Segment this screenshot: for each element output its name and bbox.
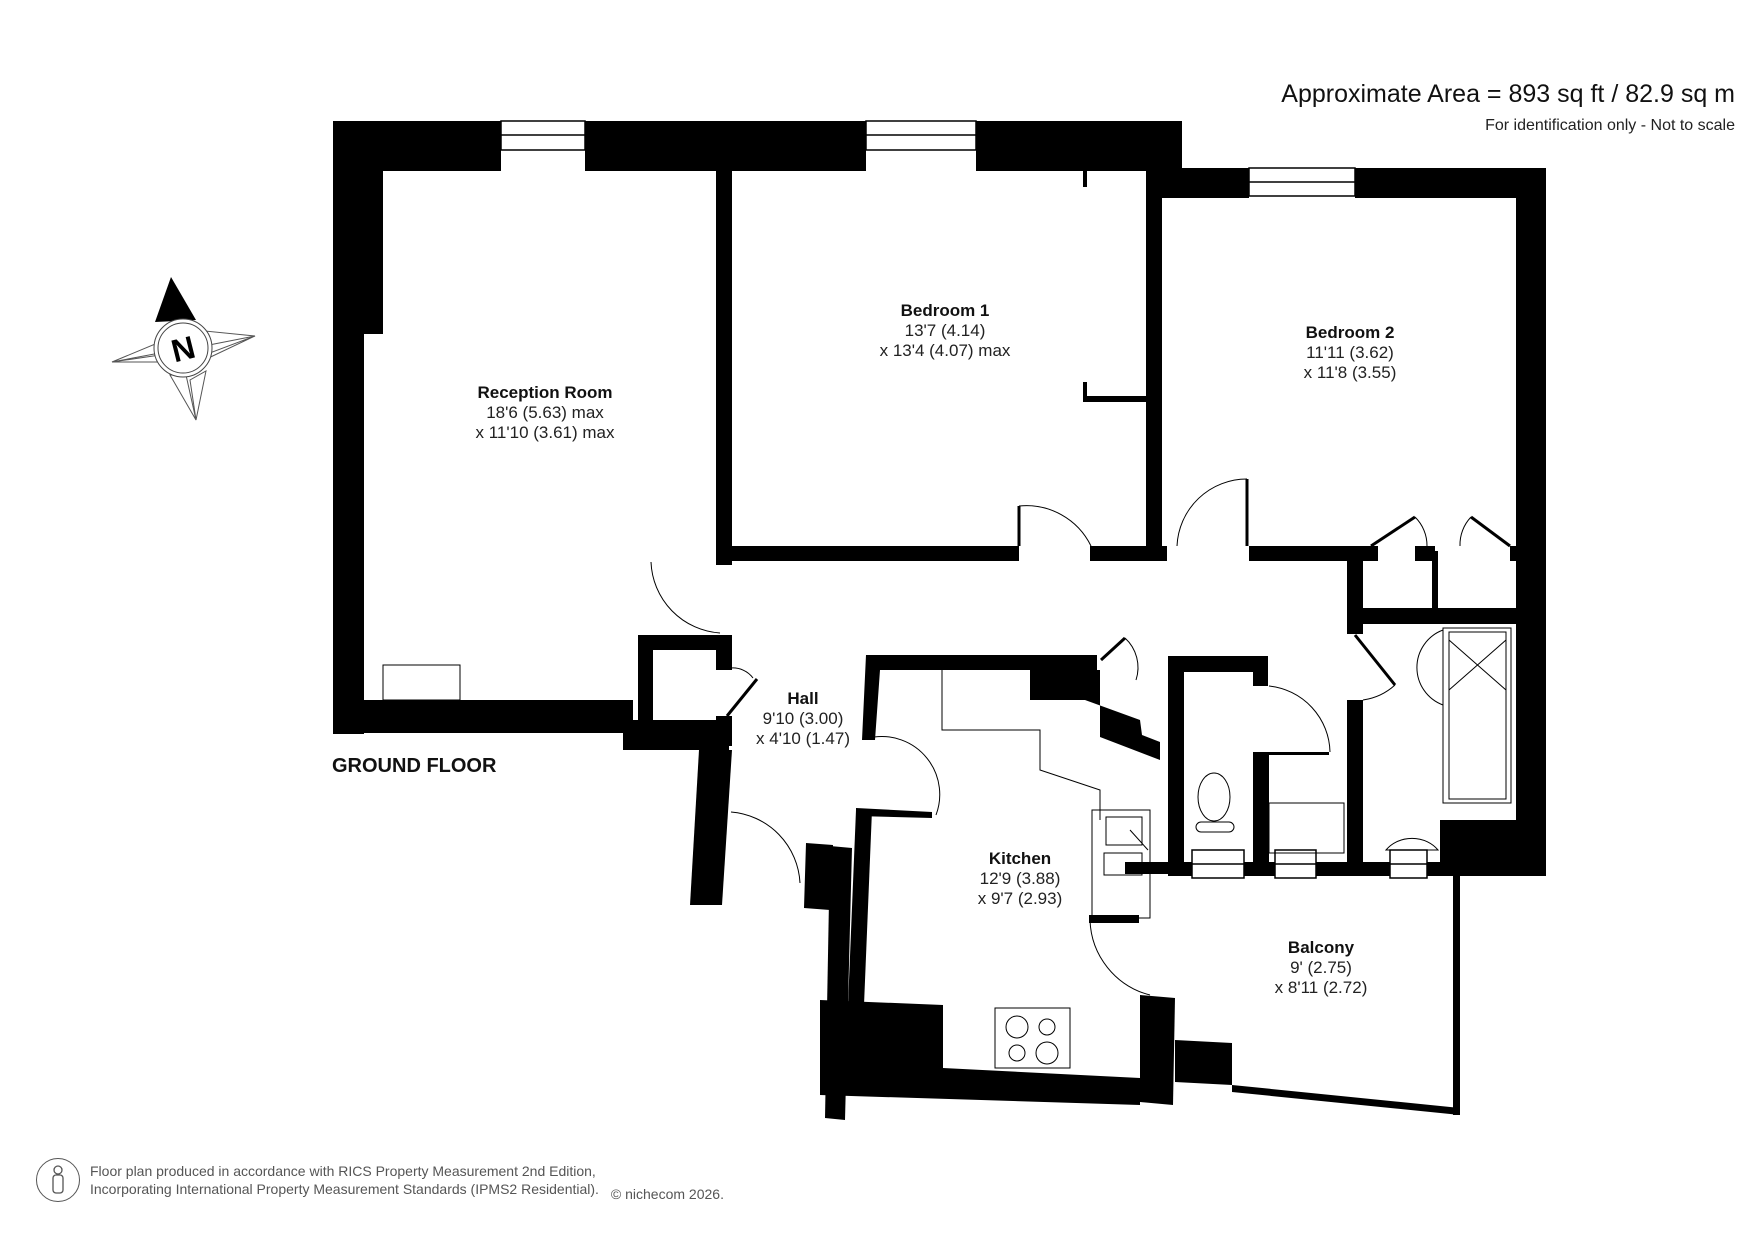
room-dimension: x 4'10 (1.47) [756, 729, 850, 748]
hob [994, 1007, 1071, 1069]
room-name: Balcony [1287, 938, 1355, 957]
bathtub [1442, 627, 1512, 804]
copyright: © nichecom 2026. [610, 1186, 724, 1202]
room-label-bedroom2: Bedroom 2 11'11 (3.62) x 11'8 (3.55) [1304, 323, 1397, 383]
fireplace-hearth [382, 664, 461, 701]
room-name: Reception Room [477, 383, 613, 402]
room-dimension: 11'11 (3.62) [1306, 343, 1394, 362]
kitchen-sink [1091, 809, 1151, 919]
room-dimension: x 13'4 (4.07) max [879, 341, 1011, 360]
approximate-area: Approximate Area = 893 sq ft / 82.9 sq m [1281, 80, 1735, 108]
room-dimension: x 11'10 (3.61) max [475, 423, 615, 442]
floor-label: GROUND FLOOR [332, 755, 497, 777]
fixtures [382, 627, 1512, 1069]
room-dimension: 12'9 (3.88) [979, 869, 1061, 888]
footer-line-1: Floor plan produced in accordance with R… [90, 1163, 596, 1179]
room-dimension: x 9'7 (2.93) [977, 889, 1063, 908]
room-dimension: x 8'11 (2.72) [1274, 978, 1368, 997]
room-name: Kitchen [988, 849, 1052, 868]
person-info-icon [36, 1158, 80, 1202]
doors [650, 478, 1511, 996]
footer-line-2: Incorporating International Property Mea… [90, 1181, 599, 1197]
windows [500, 120, 1428, 879]
north-arrow-icon: N [111, 277, 256, 421]
room-dimension: 9'10 (3.00) [762, 709, 844, 728]
room-label-hall: Hall 9'10 (3.00) x 4'10 (1.47) [756, 689, 850, 749]
room-label-balcony: Balcony 9' (2.75) x 8'11 (2.72) [1275, 938, 1368, 998]
room-label-kitchen: Kitchen 12'9 (3.88) x 9'7 (2.93) [978, 849, 1063, 909]
footer: Floor plan produced in accordance with R… [36, 1158, 724, 1202]
washbasin [1384, 837, 1440, 851]
room-dimension: 18'6 (5.63) max [486, 403, 604, 422]
scale-disclaimer: For identification only - Not to scale [1485, 117, 1735, 134]
room-dimension: 9' (2.75) [1290, 958, 1352, 977]
room-dimension: 13'7 (4.14) [904, 321, 986, 340]
room-label-bedroom1: Bedroom 1 13'7 (4.14) x 13'4 (4.07) max [880, 301, 1011, 361]
room-name: Hall [787, 689, 819, 708]
footer-text: Floor plan produced in accordance with R… [90, 1162, 599, 1198]
area-header: Approximate Area = 893 sq ft / 82.9 sq m… [1281, 80, 1735, 135]
room-label-reception: Reception Room 18'6 (5.63) max x 11'10 (… [476, 383, 615, 443]
room-dimension: x 11'8 (3.55) [1303, 363, 1397, 382]
toilet [1197, 772, 1231, 822]
room-name: Bedroom 1 [900, 301, 990, 320]
room-name: Bedroom 2 [1305, 323, 1395, 342]
walls [333, 121, 1546, 1120]
